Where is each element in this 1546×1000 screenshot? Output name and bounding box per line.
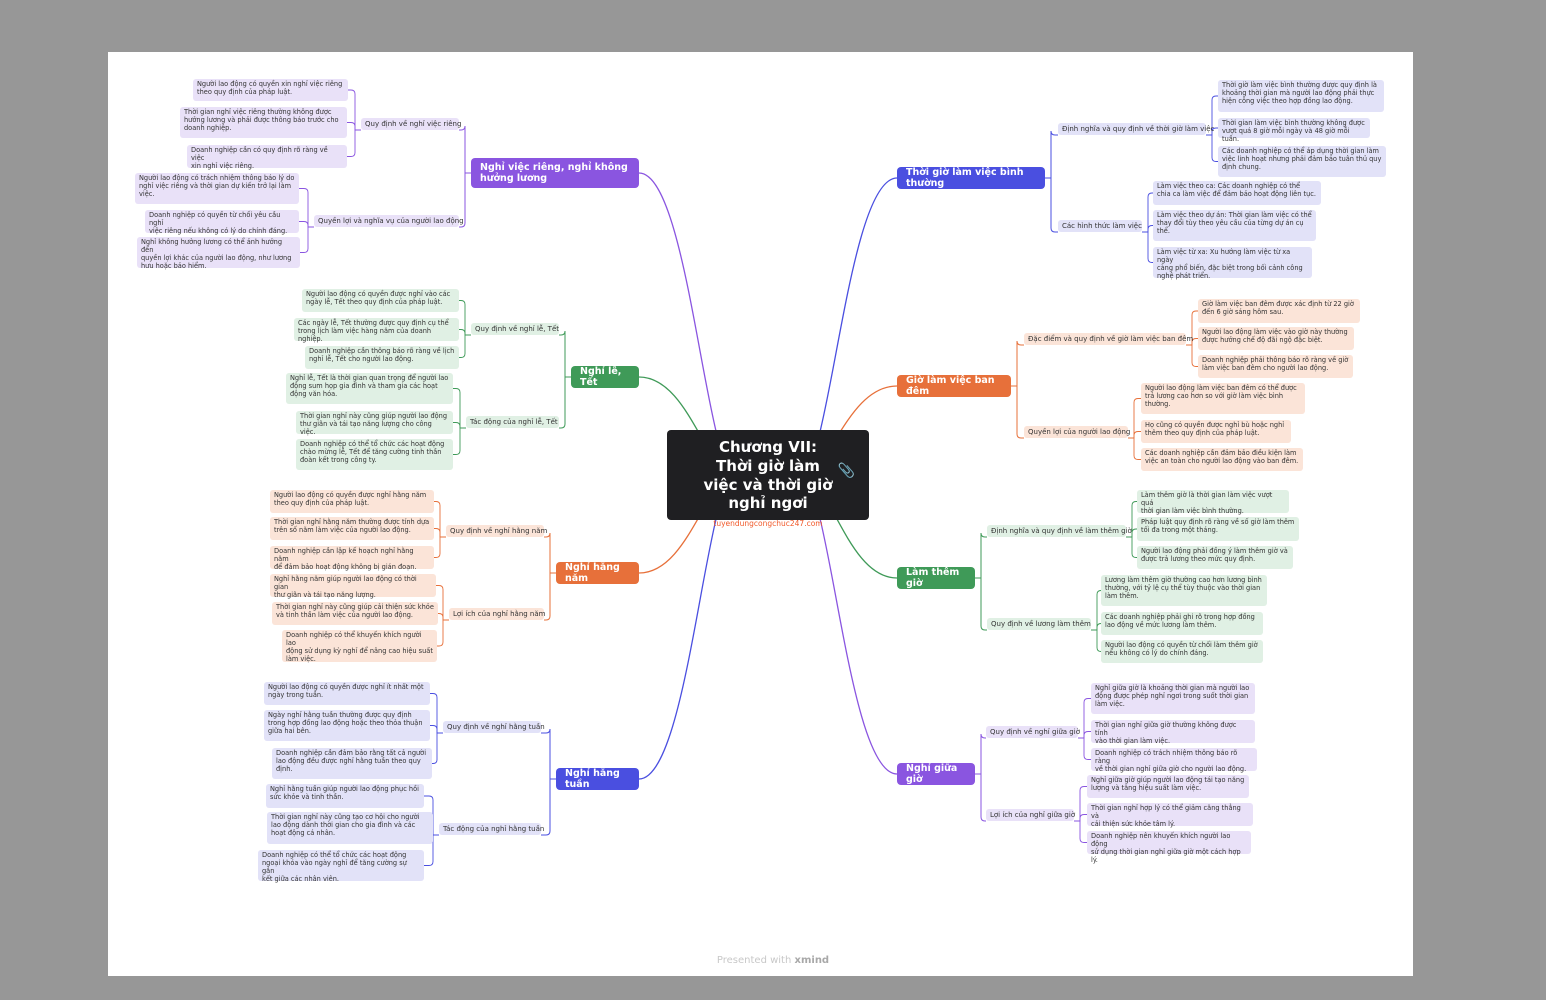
central-topic[interactable]: Chương VII: Thời giờ làm việc và thời gi… [667,430,869,528]
leaf-item[interactable]: Thời gian làm việc bình thường không đượ… [1218,118,1370,143]
leaf-item[interactable]: Thời giờ làm việc bình thường được quy đ… [1218,80,1384,112]
leaf-item[interactable]: Doanh nghiệp có thể tổ chức các hoạt độn… [258,850,424,883]
subtopic-quy-dinh-ve-nghi-viec-rieng[interactable]: Quy định về nghỉ việc riêng [361,118,461,131]
leaf-item[interactable]: Nghỉ lễ, Tết là thời gian quan trọng để … [286,373,453,404]
leaf-item[interactable]: Doanh nghiệp có trách nhiệm thông báo rõ… [1091,748,1257,773]
subtopic-dinh-nghia-va-quy-dinh-ve-thoi-gio-lam-v[interactable]: Định nghĩa và quy định về thời giờ làm v… [1058,123,1214,136]
topic-nghi-hang-tuan[interactable]: Nghỉ hằng tuần [556,768,639,790]
leaf-item[interactable]: Doanh nghiệp cần có quy định rõ ràng về … [187,145,347,170]
leaf-item[interactable]: Doanh nghiệp nên khuyến khích người lao … [1087,831,1251,864]
footer-text: Presented with [716,955,792,966]
subtopic-cac-hinh-thuc-lam-viec[interactable]: Các hình thức làm việc [1058,220,1142,233]
leaf-item[interactable]: Họ cũng có quyền được nghỉ bù hoặc nghỉ … [1141,420,1291,443]
leaf-item[interactable]: Người lao động có quyền từ chối làm thêm… [1101,640,1263,663]
leaf-item[interactable]: Nghỉ không hưởng lương có thể ảnh hưởng … [137,237,300,270]
leaf-item[interactable]: Người lao động có quyền được nghỉ vào cá… [302,289,459,312]
subtopic-tac-dong-cua-nghi-le-tet[interactable]: Tác động của nghỉ lễ, Tết [466,416,559,429]
subtopic-quy-dinh-ve-nghi-giua-gio[interactable]: Quy định về nghỉ giữa giờ [986,726,1080,739]
paperclip-icon[interactable]: 📎 [837,463,855,479]
leaf-item[interactable]: Người lao động có quyền được nghỉ ít nhấ… [264,682,430,705]
leaf-item[interactable]: Nghỉ hằng năm giúp người lao động có thờ… [270,574,436,599]
leaf-item[interactable]: Doanh nghiệp cần thông báo rõ ràng về lị… [305,346,459,369]
leaf-item[interactable]: Doanh nghiệp cần đảm bảo rằng tất cả ngư… [272,748,432,779]
leaf-item[interactable]: Doanh nghiệp có thể tổ chức các hoạt độn… [296,439,453,470]
subtopic-quy-dinh-ve-nghi-hang-nam[interactable]: Quy định về nghỉ hằng năm [446,525,547,538]
subtopic-quyen-loi-cua-nguoi-lao-dong[interactable]: Quyền lợi của người lao động [1024,426,1130,439]
leaf-item[interactable]: Doanh nghiệp có quyền từ chối yêu cầu ng… [145,210,299,235]
leaf-item[interactable]: Làm thêm giờ là thời gian làm việc vượt … [1137,490,1289,515]
leaf-item[interactable]: Làm việc theo dự án: Thời gian làm việc … [1153,210,1316,241]
central-topic-title: Chương VII: Thời giờ làm việc và thời gi… [703,438,833,513]
leaf-item[interactable]: Doanh nghiệp cần lập kế hoạch nghỉ hằng … [270,546,434,571]
leaf-item[interactable]: Lương làm thêm giờ thường cao hơn lương … [1101,575,1267,606]
leaf-item[interactable]: Người lao động làm việc ban đêm có thể đ… [1141,383,1305,414]
leaf-item[interactable]: Làm việc từ xa: Xu hướng làm việc từ xa … [1153,247,1312,280]
topic-nghi-viec-rieng-nghi-khong-huong-luong[interactable]: Nghỉ việc riêng, nghỉ không hưởng lương [471,158,639,188]
leaf-item[interactable]: Nghỉ hằng tuần giúp người lao động phục … [266,784,424,808]
leaf-item[interactable]: Thời gian nghỉ giữa giờ thường không đượ… [1091,720,1255,745]
leaf-item[interactable]: Các doanh nghiệp phải ghi rõ trong hợp đ… [1101,612,1263,635]
subtopic-loi-ich-cua-nghi-hang-nam[interactable]: Lợi ích của nghỉ hằng năm [449,608,545,621]
subtopic-quyen-loi-va-nghia-vu-cua-nguoi-lao-dong[interactable]: Quyền lợi và nghĩa vụ của người lao động [314,215,464,228]
leaf-item[interactable]: Người lao động phải đồng ý làm thêm giờ … [1137,546,1293,569]
leaf-item[interactable]: Người lao động có quyền xin nghỉ việc ri… [193,79,348,101]
subtopic-tac-dong-cua-nghi-hang-tuan[interactable]: Tác động của nghỉ hằng tuần [439,823,544,836]
leaf-item[interactable]: Người lao động có trách nhiệm thông báo … [135,173,299,204]
leaf-item[interactable]: Thời gian nghỉ việc riêng thường không đ… [180,107,347,138]
leaf-item[interactable]: Làm việc theo ca: Các doanh nghiệp có th… [1153,181,1321,205]
topic-nghi-hang-nam[interactable]: Nghỉ hằng năm [556,562,639,584]
leaf-item[interactable]: Các doanh nghiệp có thể áp dụng thời gia… [1218,146,1386,177]
subtopic-loi-ich-cua-nghi-giua-gio[interactable]: Lợi ích của nghỉ giữa giờ [986,809,1075,822]
topic-nghi-giua-gio[interactable]: Nghỉ giữa giờ [897,763,975,785]
subtopic-dinh-nghia-va-quy-dinh-ve-lam-them-gio[interactable]: Định nghĩa và quy định về làm thêm giờ [987,525,1132,538]
leaf-item[interactable]: Thời gian nghỉ hợp lý có thể giảm căng t… [1087,803,1253,828]
footer-credit: Presented with xmind [0,955,1546,966]
leaf-item[interactable]: Thời gian nghỉ hằng năm thường được tính… [270,517,434,540]
leaf-item[interactable]: Pháp luật quy định rõ ràng về số giờ làm… [1137,517,1299,541]
leaf-item[interactable]: Nghỉ giữa giờ giúp người lao động tái tạ… [1087,775,1249,798]
subtopic-quy-dinh-ve-luong-lam-them[interactable]: Quy định về lương làm thêm [987,618,1091,631]
leaf-item[interactable]: Các doanh nghiệp cần đảm bảo điều kiện l… [1141,448,1303,471]
topic-gio-lam-viec-ban-dem[interactable]: Giờ làm việc ban đêm [897,375,1011,397]
subtopic-quy-dinh-ve-nghi-hang-tuan[interactable]: Quy định về nghỉ hằng tuần [443,721,545,734]
leaf-item[interactable]: Người lao động làm việc vào giờ này thườ… [1198,327,1354,350]
leaf-item[interactable]: Doanh nghiệp phải thông báo rõ ràng về g… [1198,355,1353,378]
leaf-item[interactable]: Ngày nghỉ hằng tuần thường được quy định… [264,710,430,741]
leaf-item[interactable]: Các ngày lễ, Tết thường được quy định cụ… [294,318,459,343]
leaf-item[interactable]: Người lao động có quyền được nghỉ hằng n… [270,490,434,513]
subtopic-quy-dinh-ve-nghi-le-tet[interactable]: Quy định về nghỉ lễ, Tết [471,323,559,336]
subtopic-dac-diem-va-quy-dinh-ve-gio-lam-viec-ban[interactable]: Đặc điểm và quy định về giờ làm việc ban… [1024,333,1193,346]
topic-lam-them-gio[interactable]: Làm thêm giờ [897,567,975,589]
leaf-item[interactable]: Thời gian nghỉ này cũng tạo cơ hội cho n… [267,812,433,844]
leaf-item[interactable]: Giờ làm việc ban đêm được xác định từ 22… [1198,299,1360,323]
topic-nghi-le-tet[interactable]: Nghỉ lễ, Tết [571,366,639,388]
leaf-item[interactable]: Nghỉ giữa giờ là khoảng thời gian mà ngư… [1091,683,1255,714]
leaf-item[interactable]: Doanh nghiệp có thể khuyến khích người l… [282,630,437,663]
central-topic-link[interactable]: tuyendungcongchuc247.com [713,519,823,528]
leaf-item[interactable]: Thời gian nghỉ này cũng giúp cải thiện s… [272,602,438,625]
leaf-item[interactable]: Thời gian nghỉ này cũng giúp người lao đ… [296,411,453,436]
topic-thoi-gio-lam-viec-binh-thuong[interactable]: Thời giờ làm việc bình thường [897,167,1045,189]
footer-brand[interactable]: xmind [794,955,830,966]
